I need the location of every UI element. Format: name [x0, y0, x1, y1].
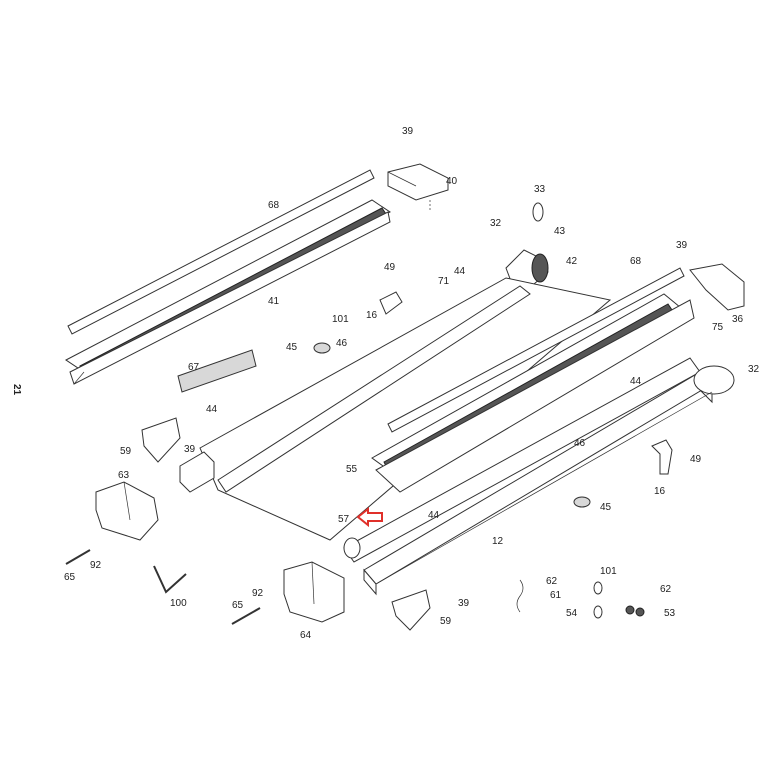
callout-44: 44 — [428, 510, 440, 521]
end-cap-36 — [689, 263, 745, 311]
callout-54: 54 — [566, 608, 578, 619]
bracket-49-right — [651, 439, 673, 475]
left-side-rail — [65, 169, 391, 385]
isolator-45-left — [313, 342, 331, 354]
callout-49: 49 — [384, 262, 396, 273]
callout-75: 75 — [712, 322, 724, 333]
left-frame-rail — [179, 451, 215, 493]
callout-44: 44 — [630, 376, 642, 387]
callout-40: 40 — [446, 176, 458, 187]
callout-46: 46 — [336, 338, 348, 349]
callout-39: 39 — [676, 240, 688, 251]
allen-wrench-100 — [153, 565, 187, 594]
isolator-45-right — [573, 496, 591, 508]
callout-39: 39 — [184, 444, 196, 455]
callout-100: 100 — [170, 598, 187, 609]
callout-59: 59 — [120, 446, 132, 457]
front-cover-64 — [283, 561, 345, 623]
callout-101: 101 — [332, 314, 349, 325]
callout-42: 42 — [566, 256, 578, 267]
bracket-49-top — [379, 291, 403, 315]
callout-45: 45 — [600, 502, 612, 513]
roller-end-57 — [343, 537, 361, 559]
callout-53: 53 — [664, 608, 676, 619]
callout-41: 41 — [268, 296, 280, 307]
callout-32: 32 — [490, 218, 502, 229]
callout-92: 92 — [252, 588, 264, 599]
pad-67 — [177, 349, 257, 393]
callout-12: 12 — [492, 536, 504, 547]
bolt-65-left — [65, 549, 91, 565]
callout-63: 63 — [118, 470, 130, 481]
main-frame — [343, 357, 735, 596]
callout-32: 32 — [748, 364, 760, 375]
callout-64: 64 — [300, 630, 312, 641]
callout-39: 39 — [458, 598, 470, 609]
callout-45: 45 — [286, 342, 298, 353]
page-number: 21 — [11, 384, 22, 396]
callout-59: 59 — [440, 616, 452, 627]
callout-67: 67 — [188, 362, 200, 373]
walking-belt — [199, 277, 612, 541]
callout-65: 65 — [64, 572, 76, 583]
callout-43: 43 — [554, 226, 566, 237]
callout-labels: 39 40 33 32 43 42 68 41 49 44 71 16 101 45 46 68 39 36 75 3… — [64, 126, 760, 641]
callout-62: 62 — [546, 576, 558, 587]
bracket-59-left — [141, 417, 181, 463]
rear-roller — [505, 202, 549, 285]
callout-62: 62 — [660, 584, 672, 595]
callout-46: 46 — [574, 438, 586, 449]
callout-16: 16 — [654, 486, 666, 497]
bracket-40 — [387, 163, 449, 212]
right-side-rail — [371, 267, 695, 493]
callout-36: 36 — [732, 314, 744, 325]
callout-61: 61 — [550, 590, 562, 601]
callout-101: 101 — [600, 566, 617, 577]
hardware-set — [516, 579, 645, 619]
callout-44: 44 — [454, 266, 466, 277]
callout-71: 71 — [438, 276, 450, 287]
bracket-59-right — [391, 589, 431, 631]
callout-92: 92 — [90, 560, 102, 571]
callout-49: 49 — [690, 454, 702, 465]
callout-57: 57 — [338, 514, 350, 525]
callout-39: 39 — [402, 126, 414, 137]
callout-33: 33 — [534, 184, 546, 195]
bolt-65-right — [231, 607, 261, 625]
callout-55: 55 — [346, 464, 358, 475]
highlight-arrow — [356, 506, 383, 528]
callout-16: 16 — [366, 310, 378, 321]
callout-44: 44 — [206, 404, 218, 415]
callout-68: 68 — [268, 200, 280, 211]
callout-68: 68 — [630, 256, 642, 267]
front-cover-63 — [95, 481, 159, 541]
callout-65: 65 — [232, 600, 244, 611]
